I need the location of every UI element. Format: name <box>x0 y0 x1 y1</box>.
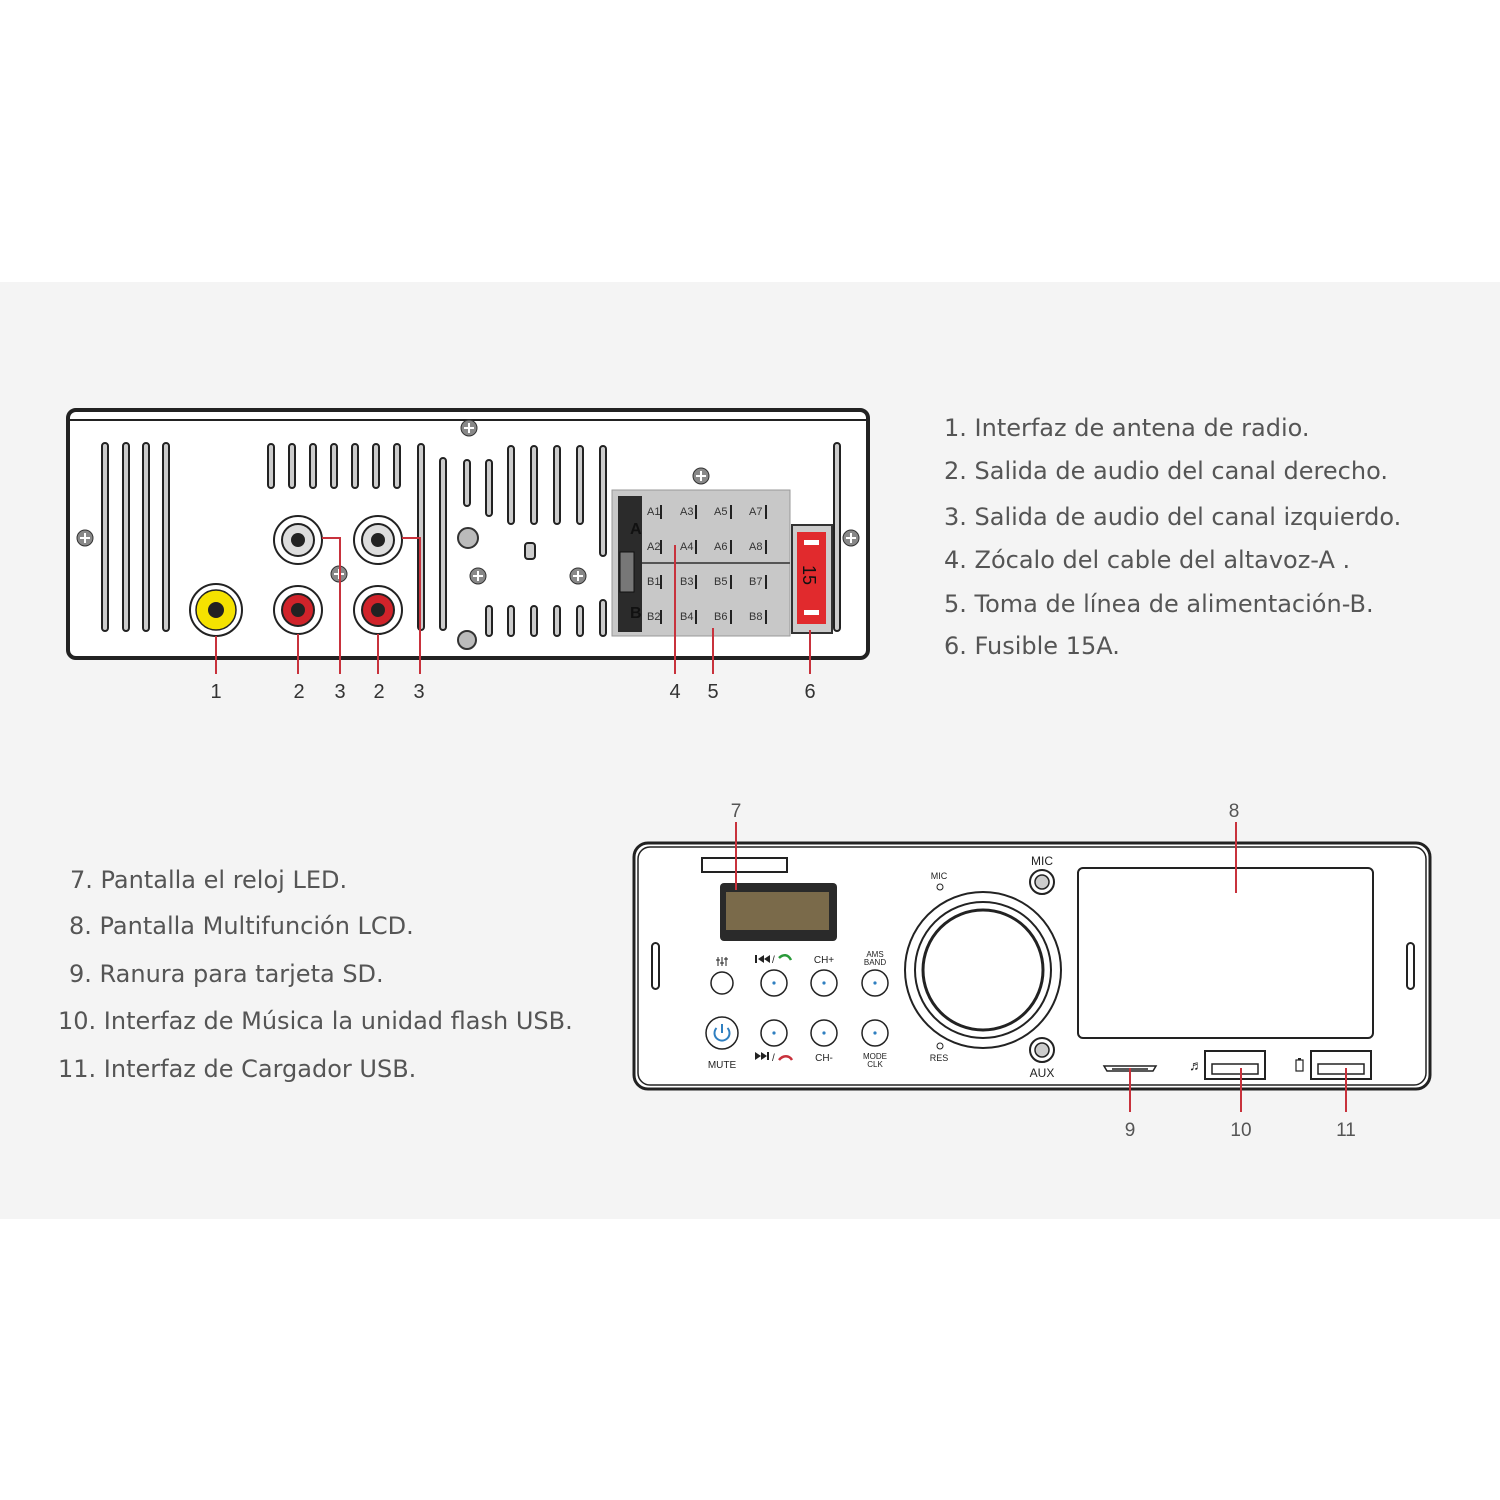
mic-small-label: MIC <box>931 871 948 881</box>
pin-label: B3 <box>680 576 693 588</box>
res-label: RES <box>930 1053 949 1063</box>
callout-line <box>322 537 341 674</box>
pin-label: A1 <box>647 506 660 518</box>
pin-label: B1 <box>647 576 660 588</box>
callout-number: 6 <box>804 681 815 703</box>
rca-white-jack <box>353 515 403 565</box>
power-button[interactable] <box>705 1016 739 1050</box>
legend-item: 7. Pantalla el reloj LED. <box>70 866 348 894</box>
connector-block-b-label: B <box>630 605 642 622</box>
pin-label: B6 <box>714 611 727 623</box>
pin-label: A5 <box>714 506 727 518</box>
pin-label: B5 <box>714 576 727 588</box>
music-note-icon: ♬ <box>1189 1057 1203 1073</box>
screw-icon <box>76 529 94 547</box>
battery-icon <box>1295 1058 1304 1072</box>
callout-number: 8 <box>1229 801 1240 822</box>
prev-call-button[interactable] <box>760 969 788 997</box>
prev-track-icon <box>755 955 770 963</box>
callout-number: 3 <box>334 681 345 703</box>
ch-plus-button[interactable] <box>810 969 838 997</box>
legend-item: 2. Salida de audio del canal derecho. <box>944 457 1388 485</box>
next-track-icon <box>755 1052 769 1060</box>
pin-label: A4 <box>680 541 693 553</box>
mute-label: MUTE <box>708 1060 737 1071</box>
callout-number: 11 <box>1336 1120 1356 1141</box>
iso-connector: A B A1 A3 A5 A7 A2 A4 A6 A8 B1 B3 B5 B7 … <box>611 489 791 637</box>
rca-red-jack <box>353 585 403 635</box>
mode-label: MODE <box>863 1052 887 1061</box>
led-clock-display <box>720 883 837 941</box>
fuse: 15 <box>791 524 833 634</box>
fuse-label: 15 <box>799 565 819 585</box>
phone-answer-icon <box>778 954 793 961</box>
callout-number: 7 <box>731 801 742 822</box>
pin-label: B8 <box>749 611 762 623</box>
eq-button[interactable] <box>710 971 734 995</box>
ch-minus-button[interactable] <box>810 1019 838 1047</box>
next-hangup-button[interactable] <box>760 1019 788 1047</box>
screw-icon <box>692 467 710 485</box>
aux-jack[interactable] <box>1029 1037 1055 1063</box>
legend-item: 9. Ranura para tarjeta SD. <box>69 960 384 988</box>
legend-item: 11. Interfaz de Cargador USB. <box>58 1055 417 1083</box>
ams-label: AMS <box>866 950 883 959</box>
ch-minus-label: CH- <box>815 1053 833 1064</box>
rca-red-jack <box>273 585 323 635</box>
pin-label: B2 <box>647 611 660 623</box>
pin-label: A3 <box>680 506 693 518</box>
pin-label: A2 <box>647 541 660 553</box>
volume-knob[interactable] <box>904 891 1062 1049</box>
eq-icon <box>716 957 728 966</box>
pin-label: A7 <box>749 506 762 518</box>
ams-band-button[interactable] <box>861 969 889 997</box>
callout-number: 1 <box>210 681 221 703</box>
mode-clk-button[interactable] <box>861 1019 889 1047</box>
screw-icon <box>569 567 587 585</box>
usb-charger-port[interactable] <box>1310 1050 1372 1080</box>
screw-icon <box>469 567 487 585</box>
svg-text:/: / <box>772 1053 775 1064</box>
rca-white-jack <box>273 515 323 565</box>
phone-hangup-icon <box>778 1055 794 1061</box>
pin-label: B7 <box>749 576 762 588</box>
legend-item: 3. Salida de audio del canal izquierdo. <box>944 503 1402 531</box>
antenna-jack <box>189 583 243 637</box>
legend-item: 8. Pantalla Multifunción LCD. <box>69 912 414 940</box>
lcd-display <box>1077 867 1374 1039</box>
callout-number: 10 <box>1230 1120 1251 1141</box>
legend-item: 6. Fusible 15A. <box>944 632 1120 660</box>
pin-label: A6 <box>714 541 727 553</box>
mic-jack[interactable] <box>1029 869 1055 895</box>
band-label: BAND <box>864 958 886 967</box>
legend-item: 1. Interfaz de antena de radio. <box>944 414 1310 442</box>
screw-icon <box>460 419 478 437</box>
pin-label: B4 <box>680 611 693 623</box>
screw-icon <box>842 529 860 547</box>
callout-number: 4 <box>669 681 680 703</box>
svg-text:/: / <box>772 955 775 966</box>
callout-number: 5 <box>707 681 718 703</box>
legend-item: 5. Toma de línea de alimentación-B. <box>944 590 1374 618</box>
aux-label: AUX <box>1030 1066 1055 1080</box>
callout-number: 2 <box>293 681 304 703</box>
usb-music-port[interactable] <box>1204 1050 1266 1080</box>
callout-line <box>402 537 421 674</box>
mic-label: MIC <box>1031 854 1053 868</box>
callout-number: 9 <box>1125 1120 1136 1141</box>
callout-number: 3 <box>413 681 424 703</box>
reset-hole-icon[interactable] <box>936 1042 944 1050</box>
vent-slots <box>101 442 841 637</box>
legend-item: 10. Interfaz de Música la unidad flash U… <box>58 1007 573 1035</box>
pin-label: A8 <box>749 541 762 553</box>
mic-hole-icon <box>936 883 944 891</box>
callout-number: 2 <box>373 681 384 703</box>
legend-item: 4. Zócalo del cable del altavoz-A . <box>944 546 1351 574</box>
connector-block-a-label: A <box>630 521 642 538</box>
ch-plus-label: CH+ <box>814 955 834 966</box>
clk-label: CLK <box>867 1060 883 1069</box>
